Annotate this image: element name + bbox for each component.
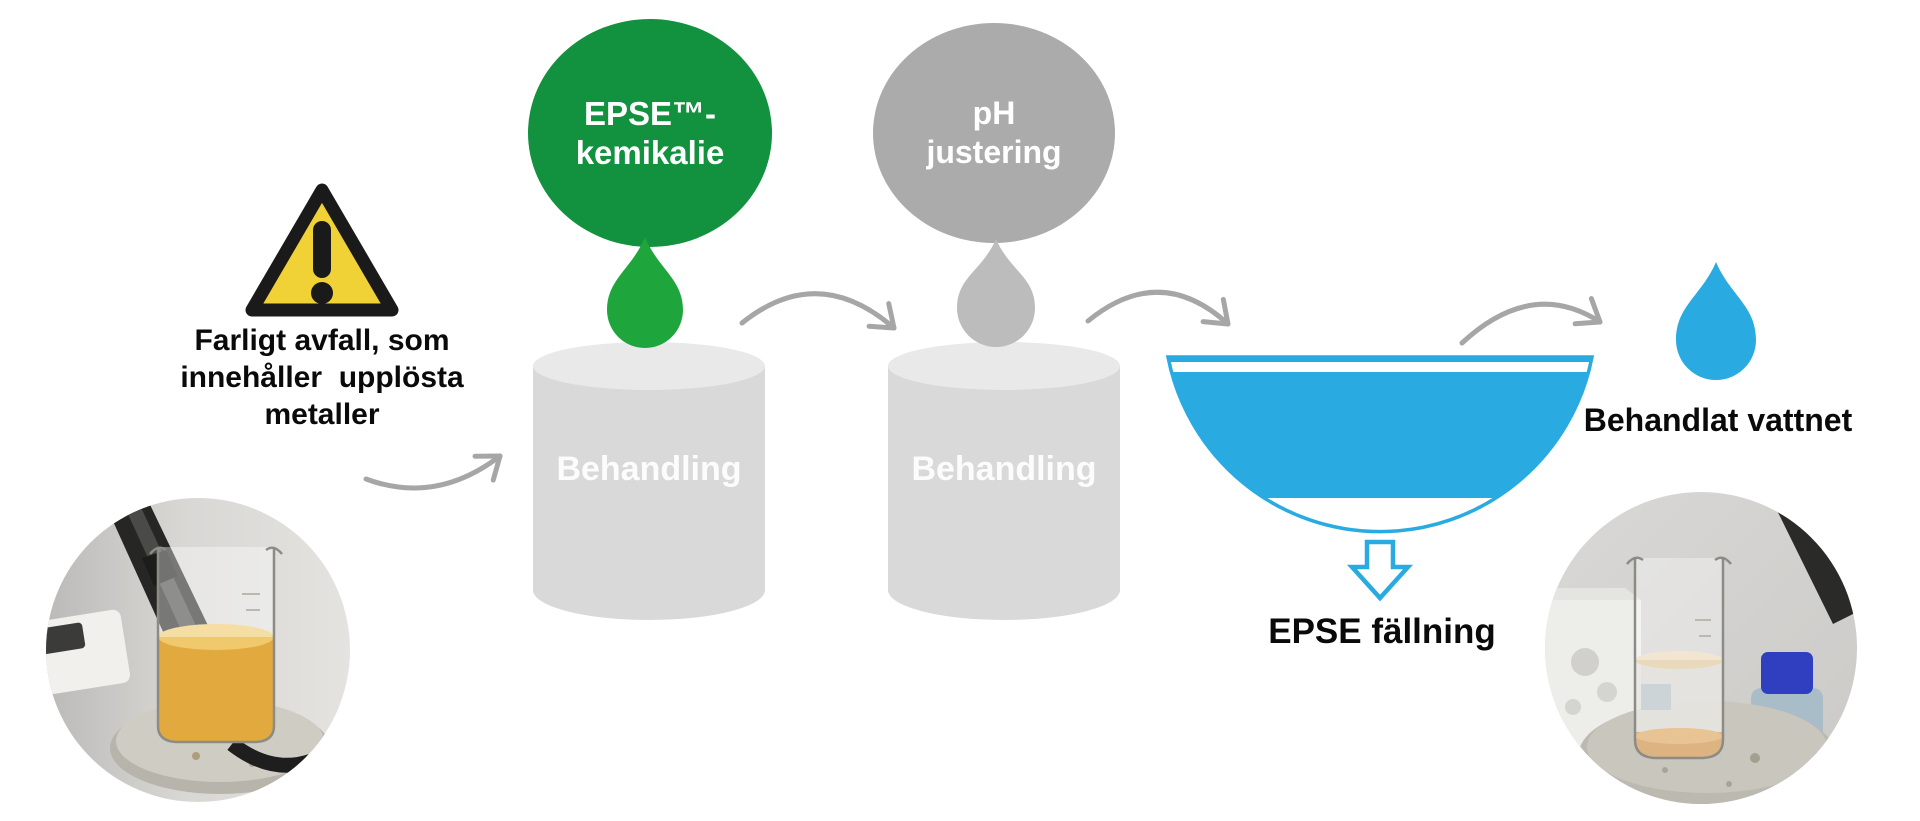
treatment-tank-2: Behandling bbox=[888, 342, 1120, 620]
tank-top-ellipse bbox=[888, 342, 1120, 390]
beaker-graphic bbox=[149, 546, 283, 744]
hazard-caption: Farligt avfall, som innehåller upplösta … bbox=[180, 324, 464, 431]
treatment-tank-1: Behandling bbox=[533, 342, 765, 620]
precipitate-label: EPSE fällning bbox=[1268, 612, 1496, 651]
treated-water-droplet-icon bbox=[1676, 262, 1756, 380]
warning-triangle bbox=[245, 183, 399, 317]
untreated-sample-photo bbox=[46, 498, 350, 802]
tank-body bbox=[888, 366, 1120, 620]
treated-water-label: Behandlat vattnet bbox=[1583, 402, 1853, 438]
arrow-tank1-to-tank2 bbox=[739, 291, 897, 331]
arrow-hazard-to-tank1 bbox=[363, 453, 503, 491]
ph-adjustment-bubble: pH justering bbox=[873, 23, 1115, 243]
ph-adjustment-label: pH justering bbox=[926, 95, 1062, 170]
bowl-outline bbox=[1165, 355, 1595, 534]
beaker-graphic bbox=[1626, 556, 1732, 760]
gray-ph-droplet-icon bbox=[957, 239, 1035, 347]
tank2-label: Behandling bbox=[911, 450, 1097, 488]
epse-chemical-bubble: EPSE™- kemikalie bbox=[528, 19, 772, 247]
exclamation-dot bbox=[311, 282, 333, 304]
instrument-screen-graphic bbox=[46, 622, 86, 656]
tank-body bbox=[533, 366, 765, 620]
exclamation-bar bbox=[313, 221, 331, 278]
bowl-water-fill bbox=[1171, 372, 1589, 498]
arrow-separator-to-water bbox=[1459, 296, 1603, 346]
beaker-label-graphic bbox=[1641, 684, 1671, 710]
epse-chemical-label: EPSE™- kemikalie bbox=[575, 95, 725, 171]
untreated-sample-graphic bbox=[46, 498, 350, 802]
tank-top-ellipse bbox=[533, 342, 765, 390]
treated-sample-graphic bbox=[1545, 492, 1857, 804]
arrow-tank2-to-separator bbox=[1085, 289, 1231, 327]
hazard-warning-icon bbox=[245, 183, 399, 317]
green-chemical-droplet-icon bbox=[607, 237, 683, 348]
precipitate-down-arrow-icon bbox=[1346, 539, 1414, 602]
treated-sample-photo bbox=[1545, 492, 1857, 804]
separation-bowl bbox=[1165, 355, 1595, 534]
tank1-label: Behandling bbox=[556, 450, 742, 488]
bowl-rim bbox=[1168, 356, 1592, 362]
